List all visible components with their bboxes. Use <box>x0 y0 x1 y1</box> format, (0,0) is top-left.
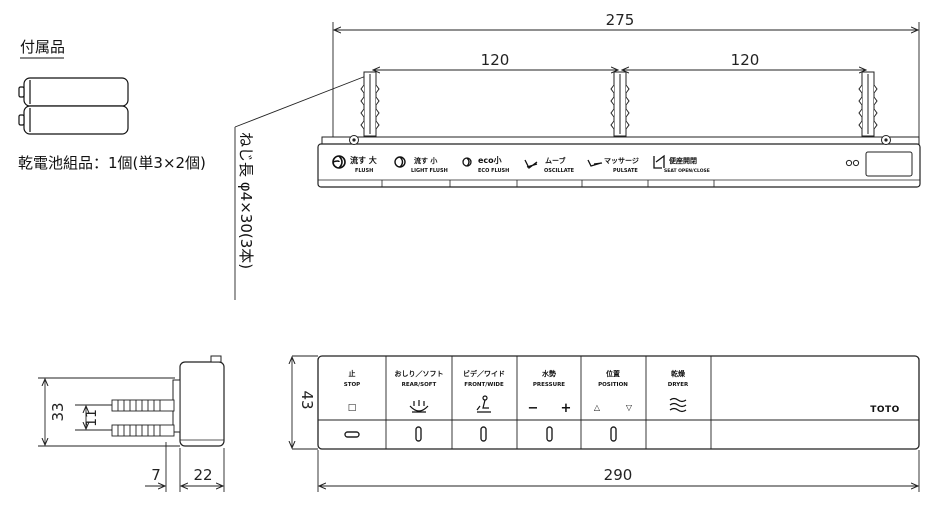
top-button-pulsate-jp: マッサージ <box>604 157 639 165</box>
position-label-jp: 位置 <box>606 369 620 378</box>
flush-large-icon <box>332 155 346 169</box>
flush-small-icon <box>394 156 406 168</box>
side-screw-lower <box>111 424 175 437</box>
pressure-label-jp: 水勢 <box>542 369 556 378</box>
front-wide-icon <box>476 395 491 413</box>
side-view: 33 11 7 22 <box>38 355 225 492</box>
top-button-flush[interactable]: 流す 大 FLUSH <box>332 155 377 174</box>
battery-text: 乾電池組品：1個(単3×2個) <box>18 154 206 172</box>
position-down-icon: ▽ <box>626 403 633 412</box>
pressure-minus-icon: − <box>528 401 539 416</box>
pressure-plus-icon: + <box>561 401 572 416</box>
screw-anchor-left <box>360 71 380 137</box>
dryer-label-jp: 乾燥 <box>671 369 686 378</box>
side-body <box>172 355 225 447</box>
top-button-seat-open-close[interactable]: 便座開閉 SEAT OPEN/CLOSE <box>653 154 710 174</box>
oscillate-icon <box>524 159 538 169</box>
dim-275: 275 <box>606 11 635 29</box>
top-button-eco-flush-en: ECO FLUSH <box>478 168 509 174</box>
seat-open-close-icon <box>653 154 665 169</box>
dryer-icon <box>669 397 687 413</box>
top-button-seat-en: SEAT OPEN/CLOSE <box>664 168 710 174</box>
top-button-light-flush-en: LIGHT FLUSH <box>411 168 448 174</box>
dim-7: 7 <box>151 466 161 484</box>
front-panel: TOTO <box>317 355 920 450</box>
rear-soft-label-en: REAR/SOFT <box>402 382 437 388</box>
top-button-eco-flush-jp: eco小 <box>478 155 502 165</box>
top-button-pulsate[interactable]: マッサージ PULSATE <box>587 157 639 174</box>
rear-soft-label-jp: おしり／ソフト <box>395 369 444 378</box>
screw-anchor-center <box>610 71 630 137</box>
stop-label-en: STOP <box>344 382 360 388</box>
pressure-label-en: PRESSURE <box>533 382 565 388</box>
top-button-oscillate-en: OSCILLATE <box>544 168 575 174</box>
accessories-heading: 付属品 <box>20 38 65 56</box>
stop-icon: □ <box>348 403 357 413</box>
rear-soft-icon <box>409 400 429 413</box>
screw-note-text: ねじ長 φ4×30(3本) <box>237 132 255 269</box>
screw-anchor-right <box>858 71 878 137</box>
indicator-lamp-icon <box>845 159 860 167</box>
dim-33: 33 <box>49 402 67 421</box>
ir-window <box>865 151 913 177</box>
top-button-oscillate-jp: ムーブ <box>545 156 566 165</box>
front-wide-label-en: FRONT/WIDE <box>464 382 504 388</box>
front-button-position[interactable]: 位置 POSITION △ ▽ <box>594 369 633 442</box>
dim-120-left: 120 <box>481 51 510 69</box>
front-button-front-wide[interactable]: ビデ／ワイド FRONT/WIDE <box>463 369 505 442</box>
side-screw-upper <box>111 399 175 412</box>
brand-logo: TOTO <box>870 405 900 415</box>
front-button-rear-soft[interactable]: おしり／ソフト REAR/SOFT <box>395 369 444 442</box>
front-wide-key[interactable] <box>480 426 487 442</box>
front-wide-label-jp: ビデ／ワイド <box>463 369 505 378</box>
front-button-stop[interactable]: 止 STOP □ <box>344 369 360 438</box>
position-key[interactable] <box>610 426 617 442</box>
screw-note: ねじ長 φ4×30(3本) <box>234 75 367 300</box>
front-button-pressure[interactable]: 水勢 PRESSURE − + <box>528 369 572 442</box>
top-panel <box>317 135 921 188</box>
top-button-eco-flush[interactable]: eco小 ECO FLUSH <box>462 155 509 174</box>
top-button-oscillate[interactable]: ムーブ OSCILLATE <box>524 156 575 174</box>
pulsate-icon <box>587 159 603 167</box>
position-up-icon: △ <box>594 403 601 412</box>
dryer-label-en: DRYER <box>668 382 689 388</box>
stop-key[interactable] <box>344 431 360 438</box>
rear-soft-key[interactable] <box>415 426 422 442</box>
dim-22: 22 <box>193 466 212 484</box>
top-button-light-flush-jp: 流す 小 <box>414 156 437 165</box>
top-view: 275 120 120 <box>317 11 921 188</box>
position-label-en: POSITION <box>598 382 628 388</box>
eco-flush-icon <box>462 157 472 167</box>
dim-290: 290 <box>604 466 633 484</box>
front-view: 43 290 TOTO 止 STOP □ おしり <box>292 355 920 492</box>
accessories-section: 付属品 乾電池組品：1個(単3×2個) <box>18 38 206 172</box>
stop-label-jp: 止 <box>349 369 356 378</box>
top-button-flush-jp: 流す 大 <box>350 155 377 165</box>
top-button-light-flush[interactable]: 流す 小 LIGHT FLUSH <box>394 156 448 174</box>
dim-43: 43 <box>298 390 316 409</box>
top-button-flush-en: FLUSH <box>355 168 373 174</box>
top-button-pulsate-en: PULSATE <box>613 168 638 174</box>
front-button-dryer[interactable]: 乾燥 DRYER <box>668 369 689 413</box>
pressure-key[interactable] <box>546 426 553 442</box>
battery-icon <box>18 77 129 135</box>
dim-11: 11 <box>84 409 100 427</box>
dim-120-right: 120 <box>731 51 760 69</box>
top-button-seat-jp: 便座開閉 <box>669 156 697 165</box>
